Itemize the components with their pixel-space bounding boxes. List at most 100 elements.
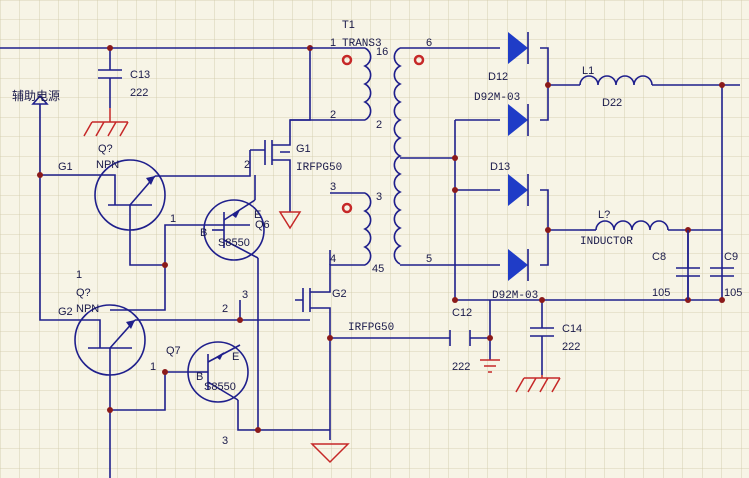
- junction-dot: [452, 155, 458, 161]
- junction-dot: [452, 187, 458, 193]
- c13-ref: C13: [130, 69, 150, 81]
- ground-triangle-bottom: [310, 443, 350, 464]
- t1-pin3b: 3: [376, 191, 382, 203]
- q6-b: B: [200, 227, 207, 239]
- junction-dot: [539, 297, 545, 303]
- q6-type: S8550: [218, 237, 250, 249]
- d92-bottom: D92M-03: [492, 290, 538, 302]
- junction-dot: [162, 369, 168, 375]
- q6-e: E: [254, 209, 261, 221]
- inductor-l1: [579, 75, 653, 86]
- junction-dot: [719, 82, 725, 88]
- t1-pin2b: 2: [376, 119, 382, 131]
- ground-triangle-top: [278, 205, 302, 230]
- q7-e: E: [232, 351, 239, 363]
- c8-ref: C8: [652, 251, 666, 263]
- lq-ref: L?: [598, 209, 610, 221]
- g2-label: G2: [58, 306, 73, 318]
- t1-pin45: 45: [372, 263, 384, 275]
- q6-pin3: 3: [242, 289, 248, 301]
- junction-dot: [327, 335, 333, 341]
- c9-ref: C9: [724, 251, 738, 263]
- junction-dot: [545, 82, 551, 88]
- diode-d13-bottom: [508, 249, 529, 281]
- labels: 辅助电源 C13 222 G1 G2 Q? NPN 1 Q? NPN 1 1 2…: [12, 19, 742, 447]
- mos2-label: G2: [332, 288, 347, 300]
- junction-dot: [487, 335, 493, 341]
- c14-ref: C14: [562, 323, 582, 335]
- l1-ref: L1: [582, 65, 594, 77]
- t1-pin2a: 2: [330, 109, 336, 121]
- junction-dot: [37, 172, 43, 178]
- capacitor-c8: [676, 230, 700, 300]
- mosfet-g1: [250, 140, 291, 165]
- d13-ref: D13: [490, 161, 510, 173]
- aux-power-port: [31, 94, 49, 105]
- c8-value: 105: [652, 287, 670, 299]
- junction-dot: [719, 297, 725, 303]
- inductor-lq: [580, 220, 669, 231]
- q6-ref: Q6: [255, 219, 270, 231]
- capacitor-c12: [449, 330, 471, 346]
- mosfet-g2: [295, 285, 331, 330]
- t1-pin3a: 3: [330, 181, 336, 193]
- t1-pin4: 4: [330, 253, 336, 265]
- transformer-t1: [310, 47, 425, 266]
- q7-ref: Q7: [166, 345, 181, 357]
- c12-value: 222: [452, 361, 470, 373]
- t1-name: TRANS3: [342, 38, 382, 50]
- g1-label: G1: [58, 161, 73, 173]
- q-top-pin2: 2: [222, 303, 228, 315]
- chassis-ground-c14: [515, 375, 561, 393]
- junction-dot: [452, 297, 458, 303]
- npn-transistor-bottom: [74, 304, 146, 376]
- t1-pin16: 16: [376, 46, 388, 58]
- q-bottom-pin1: 1: [76, 269, 82, 281]
- capacitor-c14: [530, 327, 554, 337]
- c12-ref: C12: [452, 307, 472, 319]
- chassis-ground-c13: [83, 108, 129, 137]
- capacitor-c9: [710, 267, 734, 277]
- q-bottom-type: NPN: [76, 303, 99, 315]
- inductor-label: INDUCTOR: [580, 236, 633, 248]
- q-top-type: NPN: [96, 159, 119, 171]
- q-bottom-pin1b: 1: [150, 361, 156, 373]
- junction-dot: [107, 45, 113, 51]
- q7-type: S8550: [204, 381, 236, 393]
- junction-dot: [162, 262, 168, 268]
- diode-d12-top: [508, 32, 529, 64]
- d22-label: D22: [602, 97, 622, 109]
- npn-transistor-top: [94, 159, 166, 231]
- junctions: [37, 45, 725, 433]
- c13-value: 222: [130, 87, 148, 99]
- d12-ref: D12: [488, 71, 508, 83]
- wires: [0, 47, 740, 478]
- junction-dot: [237, 317, 243, 323]
- diode-d12-bottom: [508, 104, 529, 136]
- d92-top: D92M-03: [474, 92, 520, 104]
- q7-b: B: [196, 371, 203, 383]
- pnp-transistor-q7: [187, 341, 249, 403]
- junction-dot: [255, 427, 261, 433]
- signal-ground-c12: [480, 359, 500, 373]
- mos2-type: IRFPG50: [348, 322, 394, 334]
- diode-d13-top: [508, 174, 529, 206]
- c9-value: 105: [724, 287, 742, 299]
- mos1-type: IRFPG50: [296, 162, 342, 174]
- q7-pin3: 3: [222, 435, 228, 447]
- q-top-ref: Q?: [98, 143, 113, 155]
- q-top-pin1: 1: [170, 213, 176, 225]
- q6-pin2: 2: [244, 159, 250, 171]
- pnp-transistor-q6: [203, 199, 265, 261]
- junction-dot: [545, 227, 551, 233]
- mos1-label: G1: [296, 143, 311, 155]
- t1-pin5: 5: [426, 253, 432, 265]
- q-bottom-ref: Q?: [76, 287, 91, 299]
- t1-ref: T1: [342, 19, 355, 31]
- capacitor-c13: [98, 69, 122, 79]
- aux-power-label: 辅助电源: [12, 89, 60, 103]
- t1-pin6: 6: [426, 37, 432, 49]
- c14-value: 222: [562, 341, 580, 353]
